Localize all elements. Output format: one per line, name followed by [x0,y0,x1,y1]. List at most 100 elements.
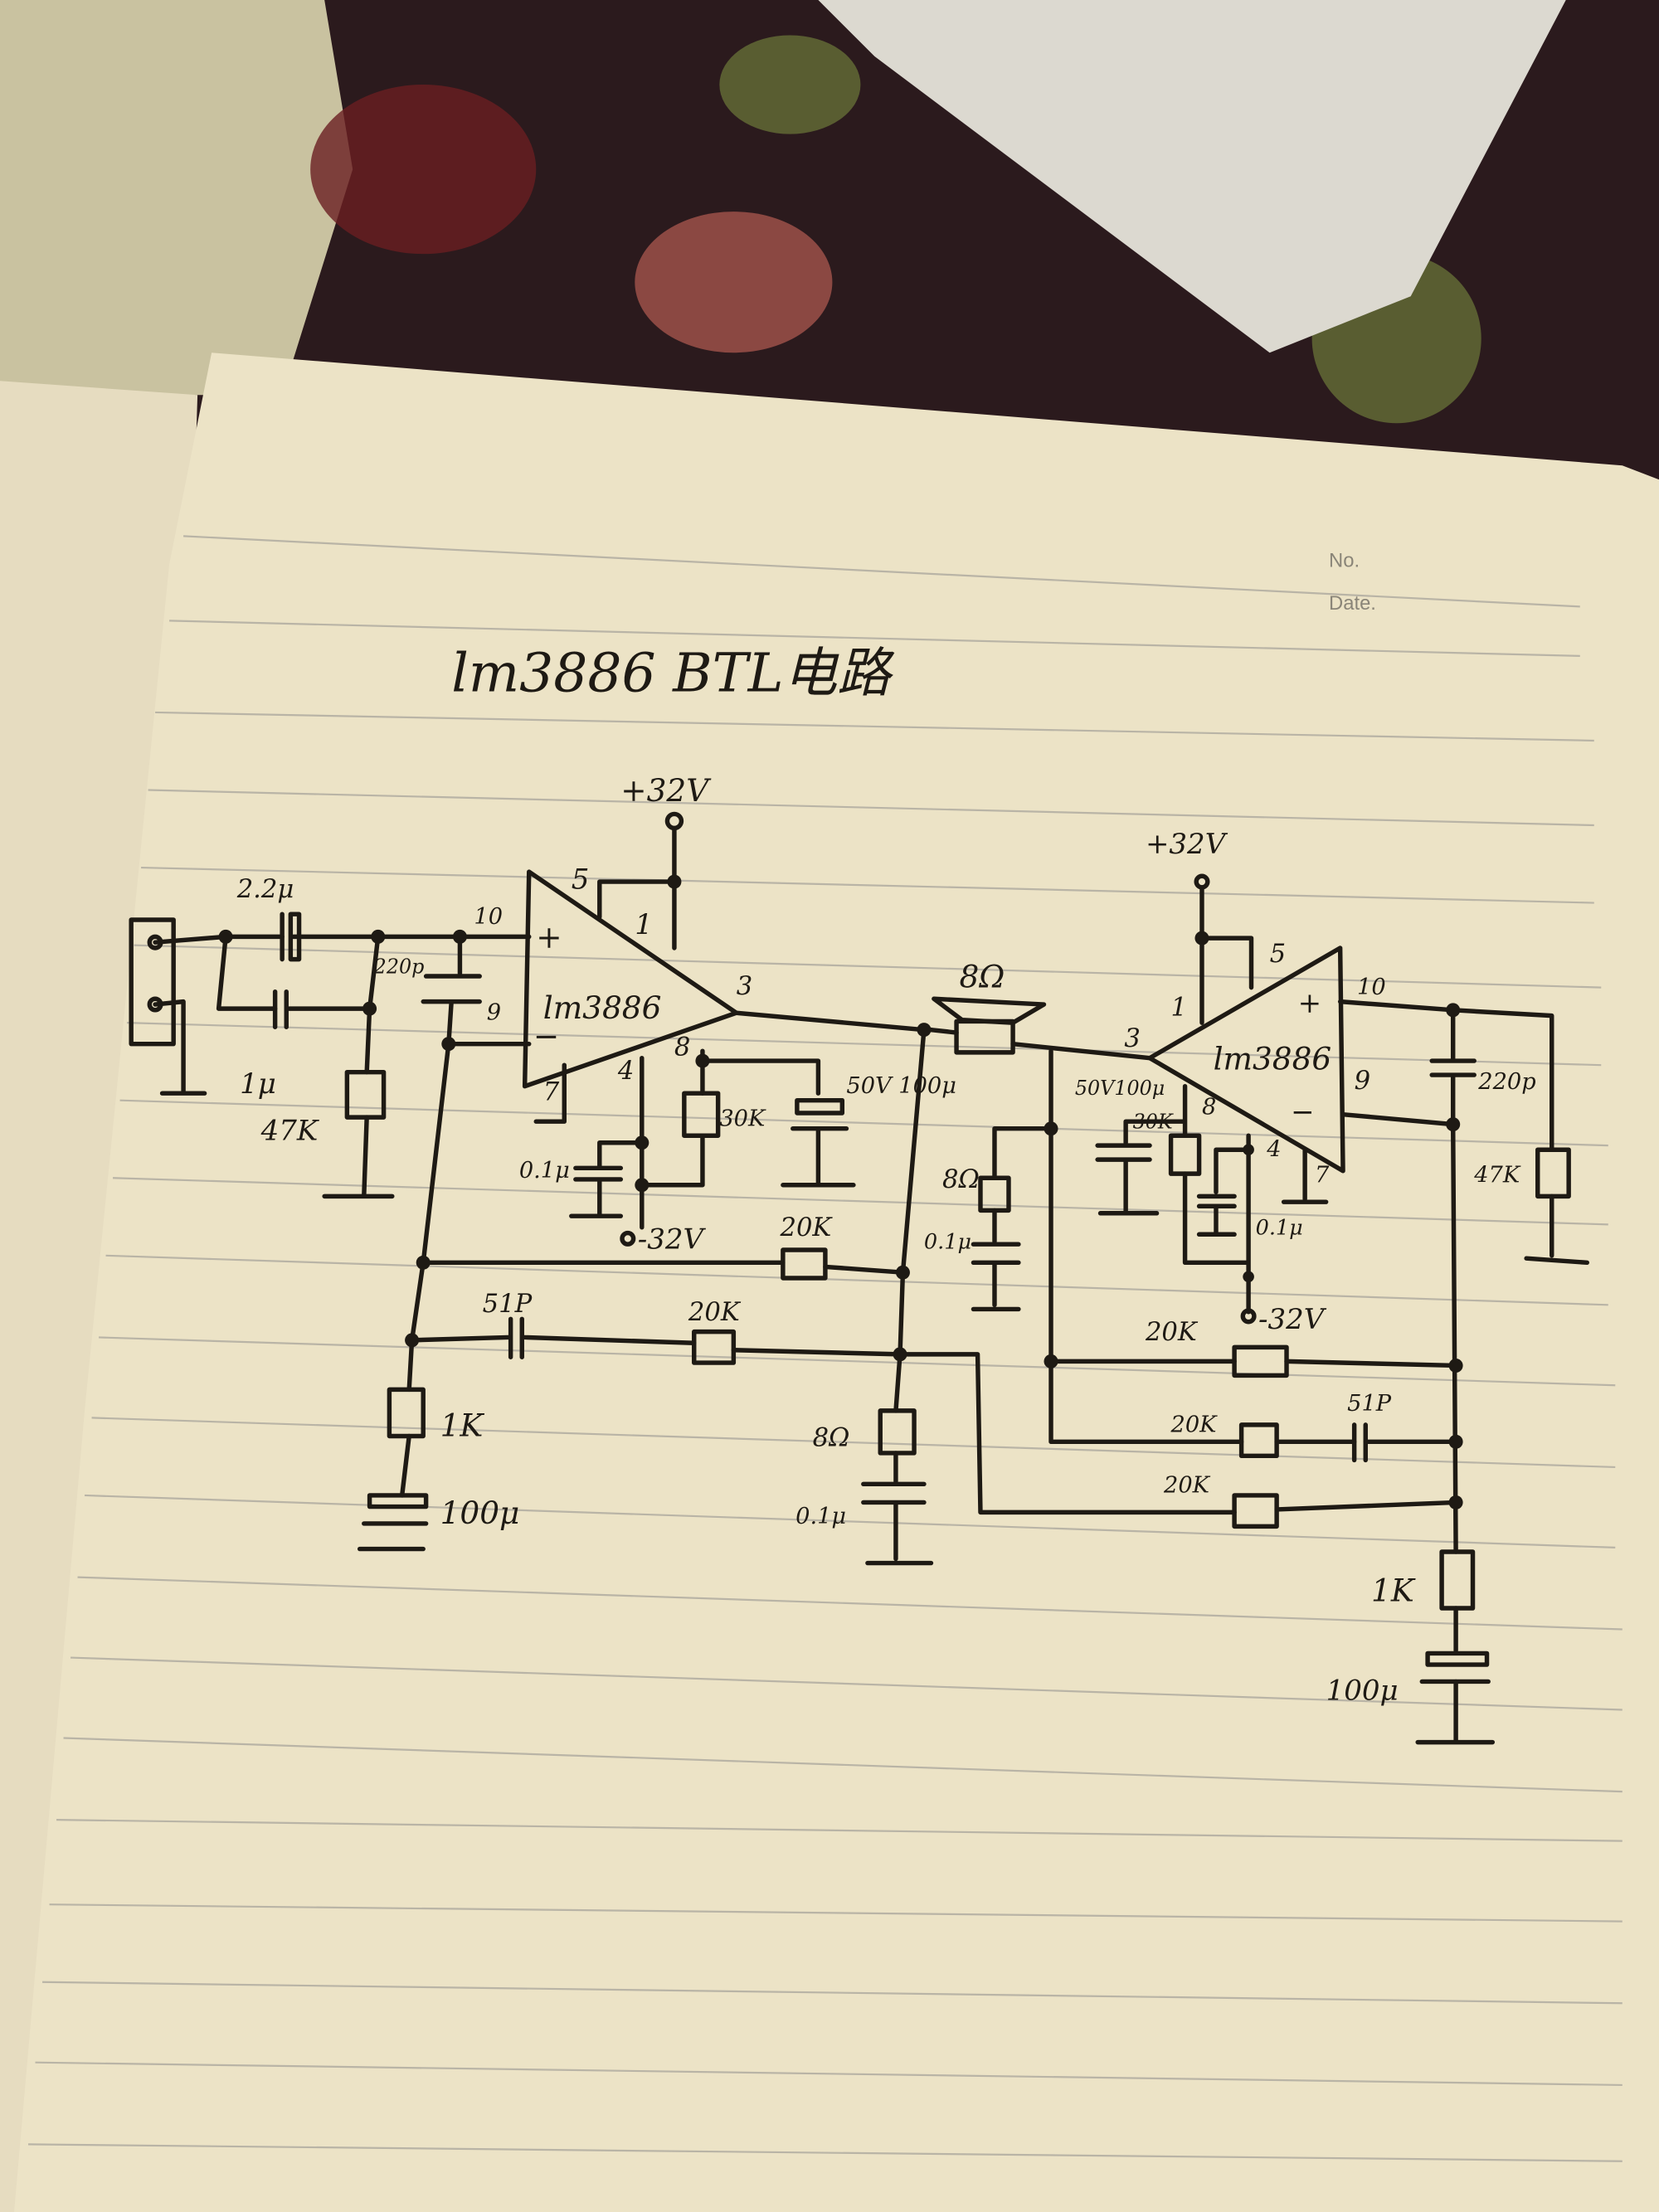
left-pin-3: 3 [737,972,752,1001]
right-neg-supply-label: -32V [1258,1303,1327,1336]
left-ground-resistor [387,1387,426,1439]
right-pin-4: 4 [1266,1137,1281,1163]
left-mute-cap-label: 50V 100μ [846,1073,956,1099]
junction [218,929,233,944]
right-ground-res-label: 1K [1371,1573,1416,1609]
no-label: No. [1329,550,1360,572]
right-plus: + [1298,987,1321,1020]
right-mute-res-label: 30K [1133,1111,1174,1134]
junction [405,1333,420,1348]
junction [893,1347,907,1362]
left-pin-8: 8 [674,1033,690,1062]
left-feedback-wires [357,1041,906,1552]
left-pin-5: 5 [572,863,590,897]
electrolytic-cap-plate [288,912,302,962]
right-pin-9: 9 [1355,1067,1370,1096]
ruled-lines [28,535,1623,2162]
envelope [818,0,1566,353]
right-filter-cap-label: 220p [1477,1069,1535,1095]
right-pos-supply-label: +32V [1146,828,1228,861]
left-cap-2-2u: 2.2μ [236,875,294,904]
speaker-impedance-label: 8Ω [959,959,1005,995]
right-input-res-label: 47K [1473,1162,1521,1188]
left-ground-capacitor [367,1493,429,1510]
fabric-pattern [719,35,861,134]
junction [695,1053,710,1068]
right-opamp-triangle [1147,946,1345,1174]
junction [1446,1117,1461,1132]
left-mute-res-label: 30K [719,1106,766,1131]
left-pin-1: 1 [635,908,653,941]
right-supply-wire [1199,886,1254,1025]
junction [1446,1003,1461,1018]
junction [1448,1358,1463,1373]
left-plus: + [536,919,562,955]
filter-cap-wire [421,934,532,1047]
right-pin-7: 7 [1315,1162,1330,1188]
right-chip-label: lm3886 [1214,1040,1332,1077]
left-cap-1u: 1μ [240,1067,276,1101]
fabric-pattern [635,211,833,353]
right-feedback-res-3 [1232,1493,1279,1529]
fabric-pattern [310,85,537,255]
left-zobel-cap-label: 0.1μ [795,1504,846,1529]
right-zobel-resistor [978,1175,1011,1213]
right-pin-wires [1095,1083,1329,1315]
left-feedback-cap-label: 51P [483,1290,533,1319]
junction [667,874,682,889]
junction [1448,1434,1463,1449]
left-amplifier: lm3886 + − 5 1 10 9 3 7 4 8 +32V 2.2μ 1μ… [129,772,1237,1566]
left-ground-cap-label: 100μ [440,1495,520,1531]
left-pos-supply-label: +32V [620,772,712,809]
left-feedback-res-1 [781,1247,828,1281]
left-neg-supply-terminal [620,1230,636,1247]
right-input-resistor [1535,1147,1571,1199]
junction [895,1265,910,1280]
left-supply-wire [597,825,677,950]
right-ground-capacitor [1425,1650,1490,1667]
left-pin-4: 4 [617,1057,634,1086]
input-jack [129,917,176,1047]
right-feedback-res-1-label: 20K [1145,1318,1199,1347]
right-feedback-cap-label: 51P [1347,1391,1392,1417]
left-mute-capacitor [795,1097,845,1116]
right-neg-supply-terminal [1240,1308,1257,1325]
right-pin-1: 1 [1171,994,1187,1023]
left-pin-7: 7 [543,1078,560,1107]
left-pin-10: 10 [474,904,503,930]
left-input-res-label: 47K [260,1114,320,1147]
left-opamp-triangle [522,869,739,1089]
junction [1243,1144,1254,1156]
junction [1448,1495,1463,1510]
right-mute-cap-label: 50V100μ [1075,1077,1165,1100]
right-minus: − [1291,1096,1314,1129]
left-pin-9: 9 [487,1000,501,1026]
input-res-wire [322,934,395,1199]
right-feedback-res-2-label: 20K [1170,1412,1219,1437]
right-mute-resistor [1168,1133,1202,1176]
right-zobel-cap-label: 0.1μ [924,1229,971,1254]
right-pin-8: 8 [1202,1095,1216,1121]
fabric-light-region [0,0,353,396]
right-pin-10: 10 [1357,975,1386,1000]
left-bypass-cap-label: 0.1μ [519,1158,570,1184]
left-chip-label: lm3886 [543,989,662,1026]
left-input-resistor [344,1069,387,1120]
speaker-wire [928,1027,1152,1061]
speaker: 8Ω [928,959,1152,1061]
junction [1044,1354,1058,1369]
right-pin-5: 5 [1270,940,1286,969]
left-zobel-res-label: 8Ω [813,1423,850,1452]
junction [635,1178,649,1193]
left-feedback-res-2-label: 20K [688,1298,742,1327]
left-filter-cap-label: 220p [373,955,425,979]
right-feedback-res-2 [1238,1422,1279,1459]
date-label: Date. [1329,592,1376,615]
junction [416,1255,431,1270]
left-minus: − [533,1018,559,1054]
right-ground-cap-label: 100μ [1326,1675,1399,1708]
right-feedback-wires [1048,1125,1458,1512]
right-zobel-res-label: 8Ω [942,1165,980,1194]
left-zobel-resistor [878,1408,917,1456]
right-zobel-wire [971,1048,1053,1312]
